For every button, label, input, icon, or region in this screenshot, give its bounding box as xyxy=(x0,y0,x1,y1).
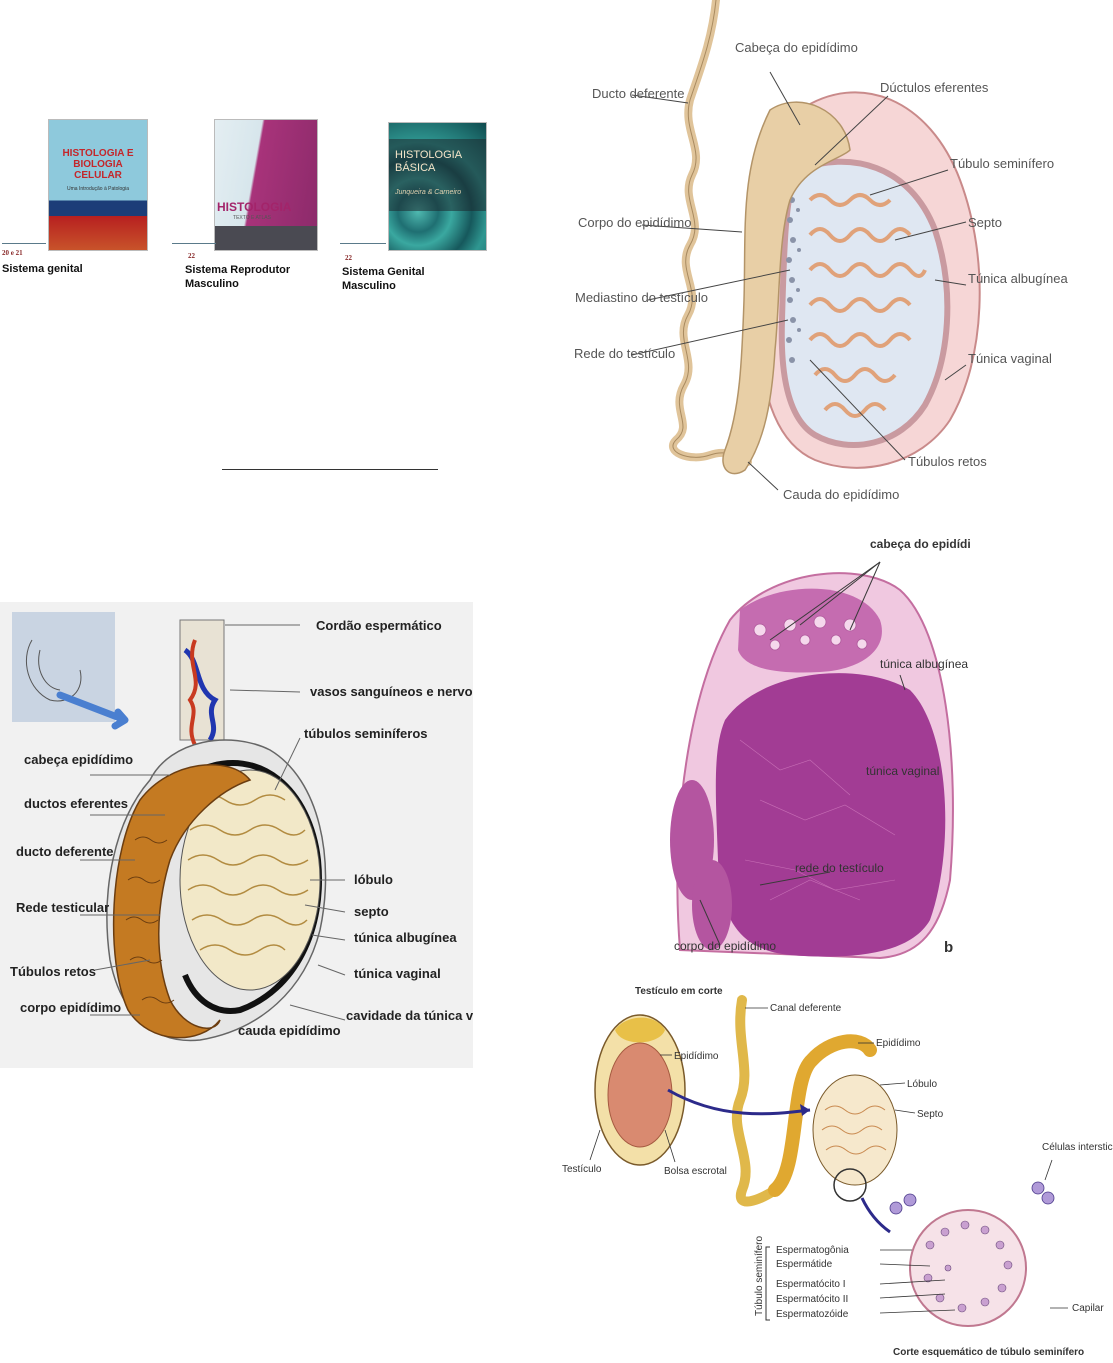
figure-histology-section: cabeça do epidídimo túnica albugínea tún… xyxy=(660,535,970,963)
f2-tunica-vaginal: túnica vaginal xyxy=(354,966,441,981)
f4-caption: Corte esquemático de túbulo seminífero xyxy=(893,1347,1084,1358)
book-cover-2: HISTOLOGIA TEXTO E ATLAS xyxy=(215,120,317,250)
f1-tunica-albuginea: Túnica albugínea xyxy=(968,271,1069,286)
f4-septo: Septo xyxy=(917,1109,944,1120)
f1-tubulos-retos: Túbulos retos xyxy=(908,454,987,469)
f2-cordao: Cordão espermático xyxy=(316,618,442,633)
book-subject-1: Sistema genital xyxy=(2,263,83,275)
f4-espermatocito2: Espermatócito II xyxy=(776,1294,848,1305)
f1-tunica-vaginal: Túnica vaginal xyxy=(968,351,1052,366)
book-cover-1: HISTOLOGIA E BIOLOGIA CELULAR Uma Introd… xyxy=(49,120,147,250)
book-cover-2-subtitle: TEXTO E ATLAS xyxy=(233,215,271,221)
f2-tubulos-retos: Túbulos retos xyxy=(10,964,96,979)
section-divider xyxy=(222,469,438,470)
book-cover-3-subtitle: Junqueira & Carneiro xyxy=(395,189,462,196)
tubules-group xyxy=(808,193,927,418)
f3-rede: rede do testículo xyxy=(795,861,884,875)
f2-corpo: corpo epidídimo xyxy=(20,1000,121,1015)
f2-tunica-albuginea: túnica albugínea xyxy=(354,930,457,945)
f2-tubulos-seminiferos: túbulos seminíferos xyxy=(304,726,428,741)
f4-testiculo: Testículo xyxy=(562,1164,602,1175)
f4-espermatocito1: Espermatócito I xyxy=(776,1279,845,1290)
f4-tubulo-vertical: Túbulo seminífero xyxy=(754,1236,765,1316)
book-cover-3-title: HISTOLOGIA BÁSICA xyxy=(395,149,462,174)
f1-septo: Septo xyxy=(968,215,1002,230)
f1-ductulos-eferentes: Dúctulos eferentes xyxy=(880,80,989,95)
f2-ductos: ductos eferentes xyxy=(24,796,128,811)
f4-capilar: Capilar xyxy=(1072,1303,1104,1314)
f1-cauda-epididimo: Cauda do epidídimo xyxy=(783,487,899,502)
book-cover-2-footer xyxy=(215,226,317,250)
figure-testis-illustration: Cordão espermático vasos sanguíneos e ne… xyxy=(0,602,473,1068)
f1-tubulo-seminifero: Túbulo seminífero xyxy=(950,156,1054,171)
f1-corpo-epididimo: Corpo do epidídimo xyxy=(578,215,691,230)
f4-canal: Canal deferente xyxy=(770,1003,842,1014)
f1-ducto-deferente: Ducto deferente xyxy=(592,86,685,101)
book-cover-2-title: HISTOLOGIA xyxy=(217,200,292,214)
f4-espermatogonia: Espermatogônia xyxy=(776,1245,849,1256)
book-cover-1-title: HISTOLOGIA E BIOLOGIA CELULAR xyxy=(62,148,134,181)
f4-celulas: Células intersticiais xyxy=(1042,1142,1113,1153)
zoom-arrow-1 xyxy=(667,1088,811,1116)
testis-body-shape xyxy=(778,158,951,448)
book-rule-2 xyxy=(172,243,216,244)
f4-bolsa: Bolsa escrotal xyxy=(664,1166,727,1177)
f2-lobulo: lóbulo xyxy=(354,872,393,887)
f2-ducto-deferente: ducto deferente xyxy=(16,844,114,859)
canal-deferente-shape xyxy=(731,995,780,1207)
book-chapter-3: 22 xyxy=(345,254,352,262)
figure-tubule-diagram: Testículo em corte Canal deferente Epidí… xyxy=(562,986,1113,1358)
f3-tunica-albuginea: túnica albugínea xyxy=(880,657,968,671)
f4-espermatozoide: Espermatozóide xyxy=(776,1309,849,1320)
f4-espermatide: Espermátide xyxy=(776,1259,833,1270)
book-cover-3-band xyxy=(389,139,486,211)
f1-mediastino: Mediastino do testículo xyxy=(575,290,708,305)
f3-corpo: corpo do epidídimo xyxy=(674,939,776,953)
histology-testis xyxy=(715,673,946,957)
f4-epididimo-a: Epidídimo xyxy=(674,1051,719,1062)
book-cover-3: HISTOLOGIA BÁSICA Junqueira & Carneiro xyxy=(389,123,486,250)
f4-title: Testículo em corte xyxy=(635,986,723,997)
epididimo-shape xyxy=(722,101,851,475)
f2-cavidade: cavidade da túnica vaginal xyxy=(346,1008,473,1023)
zoom-arrow-2 xyxy=(860,1197,891,1234)
pointer-arrow xyxy=(56,691,129,730)
book-subject-3: Sistema Genital Masculino xyxy=(342,266,425,292)
f2-cauda: cauda epidídimo xyxy=(238,1023,341,1038)
f4-lobulo: Lóbulo xyxy=(907,1079,937,1090)
ducto-deferente-shape xyxy=(669,0,752,466)
f2-vasos: vasos sanguíneos e nervos xyxy=(310,684,473,699)
f3-tunica-vaginal: túnica vaginal xyxy=(866,764,939,778)
book-cover-1-subtitle: Uma Introdução à Patologia xyxy=(67,186,129,192)
f1-cabeca-epididimo: Cabeça do epidídimo xyxy=(735,40,858,55)
f3-panel-letter: b xyxy=(944,939,953,956)
book-chapter-2: 22 xyxy=(188,252,195,260)
f2-septo: septo xyxy=(354,904,389,919)
book-chapter-1: 20 e 21 xyxy=(2,249,23,257)
f3-cabeca: cabeça do epidídimo xyxy=(870,537,970,551)
histology-epididimo-head xyxy=(738,588,882,673)
f2-rede: Rede testicular xyxy=(16,900,109,915)
f2-cabeca: cabeça epidídimo xyxy=(24,752,133,767)
book-subject-2: Sistema Reprodutor Masculino xyxy=(185,264,291,290)
book-rule-1 xyxy=(2,243,46,244)
figure-testis-diagram: Ducto deferente Cabeça do epidídimo Dúct… xyxy=(574,0,1069,502)
mediastino-dots xyxy=(786,197,801,363)
epididimo-illustration xyxy=(112,763,252,1039)
f1-rede-testiculo: Rede do testículo xyxy=(574,346,675,361)
book-rule-3 xyxy=(340,243,386,244)
lobulo-shape xyxy=(812,1074,898,1186)
f4-epididimo-b: Epidídimo xyxy=(876,1038,921,1049)
